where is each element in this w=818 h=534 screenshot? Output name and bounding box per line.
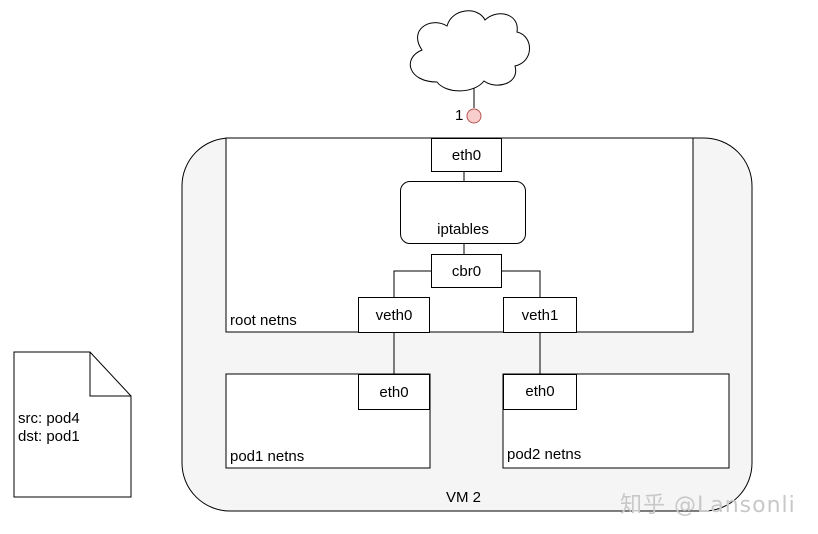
link-marker-icon — [466, 108, 482, 124]
pod2-eth0-label: eth0 — [525, 383, 555, 400]
pod1-netns-label: pod1 netns — [230, 448, 305, 465]
root-eth0-label: eth0 — [451, 147, 482, 164]
vm-label: VM 2 — [446, 489, 482, 506]
veth0-box: veth0 — [358, 297, 430, 333]
cbr0-veth0-link — [393, 270, 432, 297]
packet-src: src: pod4 — [18, 410, 80, 427]
root-netns-label: root netns — [230, 312, 297, 329]
cbr0-label: cbr0 — [451, 263, 482, 280]
veth1-box: veth1 — [503, 297, 577, 333]
internet-cloud-icon — [409, 10, 530, 92]
pod2-eth0-box: eth0 — [503, 374, 577, 410]
pod1-eth0-label: eth0 — [379, 384, 409, 401]
cbr0-box: cbr0 — [431, 254, 502, 288]
pod1-netns-box — [225, 373, 431, 469]
link-marker-label: 1 — [455, 107, 464, 124]
packet-dst: dst: pod1 — [18, 428, 80, 445]
root-eth0-box: eth0 — [431, 138, 502, 172]
watermark: 知乎 @Lansonli — [620, 493, 796, 518]
veth0-label: veth0 — [375, 307, 413, 324]
packet-fold — [89, 352, 131, 397]
veth1-label: veth1 — [521, 307, 559, 324]
iptables-box: iptables — [400, 181, 526, 244]
cbr0-veth1-link — [501, 270, 541, 297]
packet-document-icon — [13, 351, 132, 498]
pod1-eth0-box: eth0 — [358, 374, 430, 410]
iptables-label: iptables — [437, 221, 489, 238]
pod2-netns-label: pod2 netns — [507, 446, 582, 463]
